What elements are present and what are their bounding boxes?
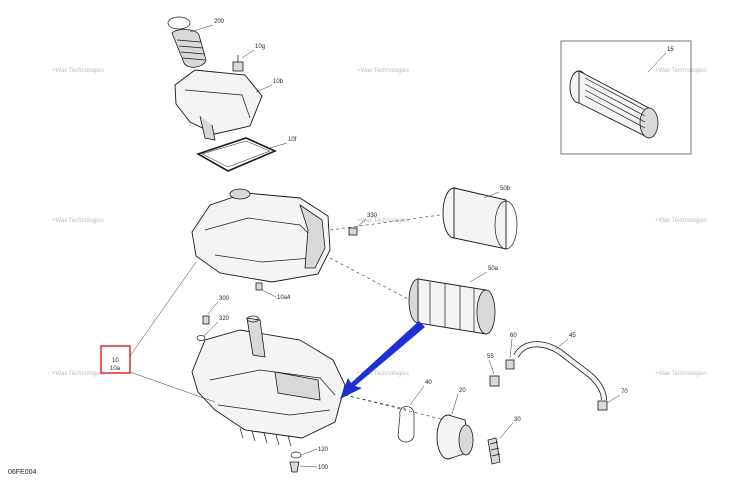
drain-parts: 120 100 xyxy=(289,447,329,473)
highlight-callout-10: 10 10a xyxy=(100,261,216,403)
small-hardware: 300 320 10a4 xyxy=(196,282,291,341)
watermark: +Wax Technologies xyxy=(52,218,104,224)
flow-arrow xyxy=(340,321,425,399)
boot-20: 20 xyxy=(436,388,474,460)
callout-10: 10 xyxy=(112,358,119,364)
callout-120: 120 xyxy=(318,447,329,453)
callout-20: 20 xyxy=(459,388,466,394)
callout-330: 330 xyxy=(367,213,378,219)
watermark: +Wax Technologies xyxy=(52,68,104,74)
fitting-10g: 10g xyxy=(232,44,265,72)
assembly-lines xyxy=(329,214,446,421)
callout-10a: 10a xyxy=(110,366,121,372)
callout-30: 30 xyxy=(514,417,521,423)
fitting-60: 60 xyxy=(505,333,517,370)
callout-10b: 10b xyxy=(273,79,284,85)
callout-60: 60 xyxy=(510,333,517,339)
watermark: +Wax Technologies xyxy=(655,371,707,377)
clamp-30: 30 xyxy=(487,417,521,465)
filter-50a: 50a xyxy=(408,266,499,335)
fitting-55: 55 xyxy=(487,354,500,387)
screw-330: 330 xyxy=(348,213,378,236)
inset-filter-element: 15 xyxy=(560,40,692,155)
watermark: +Wax Technologies xyxy=(357,68,409,74)
callout-70: 70 xyxy=(621,389,628,395)
diagram-code: 06FE004 xyxy=(8,469,37,476)
watermark: +Wax Technologies xyxy=(357,371,409,377)
callout-50b: 50b xyxy=(500,186,511,192)
callout-300: 300 xyxy=(219,296,230,302)
watermark: +Wax Technologies xyxy=(52,371,104,377)
hose-45: 45 xyxy=(513,333,607,401)
clamp-40: 40 xyxy=(397,380,432,443)
airbox-middle-frame xyxy=(191,188,331,283)
highlight-box xyxy=(100,345,131,374)
callout-15: 15 xyxy=(667,47,674,53)
callout-45: 45 xyxy=(569,333,576,339)
airbox-cover-10b: 10b xyxy=(174,69,284,141)
pre-filter-50b: 50b xyxy=(442,186,518,250)
watermarks: +Wax Technologies +Wax Technologies +Wax… xyxy=(52,68,707,377)
callout-320: 320 xyxy=(219,316,230,322)
callout-55: 55 xyxy=(487,354,494,360)
callout-10g: 10g xyxy=(255,44,265,50)
watermark: +Wax Technologies xyxy=(357,218,409,224)
airbox-lower-housing xyxy=(191,315,346,447)
callout-40: 40 xyxy=(425,380,432,386)
fitting-70: 70 xyxy=(597,389,628,411)
watermark: +Wax Technologies xyxy=(655,68,707,74)
gasket-10f: 10f xyxy=(196,137,297,172)
callout-200: 200 xyxy=(214,19,225,25)
callout-50a: 50a xyxy=(488,266,499,272)
callout-100: 100 xyxy=(318,465,329,471)
callout-10a4: 10a4 xyxy=(277,295,291,301)
callout-10f: 10f xyxy=(288,137,297,143)
watermark: +Wax Technologies xyxy=(655,218,707,224)
intake-boot-200: 200 xyxy=(167,16,225,68)
